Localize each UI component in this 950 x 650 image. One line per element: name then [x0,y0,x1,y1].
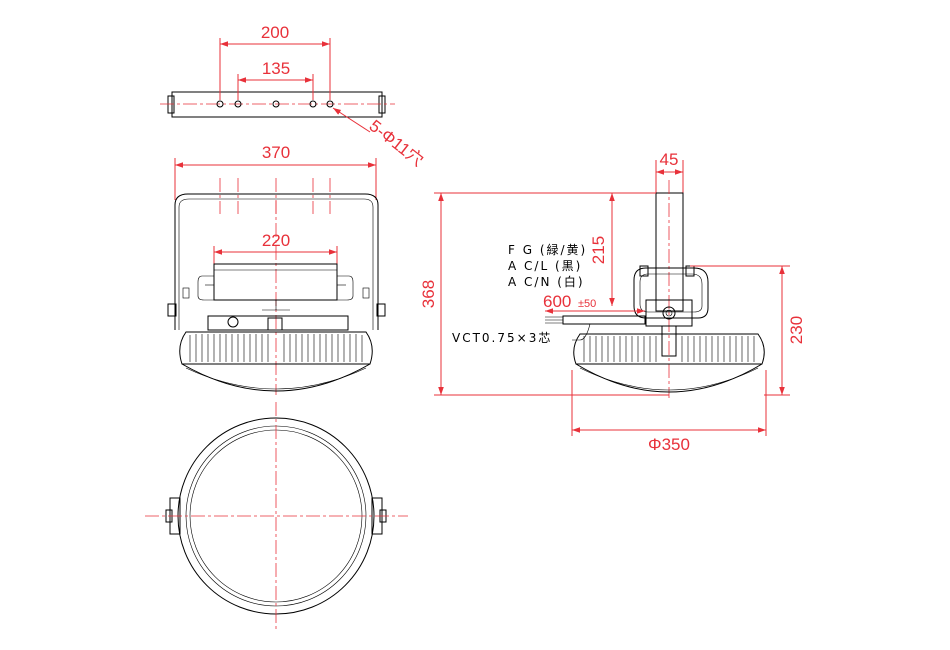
top-view-bracket: 200 135 5-Φ11穴 [160,23,427,170]
note-fg-wire: F G (緑/黄) [508,242,587,257]
dim-368: 368 [419,280,438,308]
bottom-view [145,402,408,630]
dim-600: 600 [543,292,571,311]
dim-370: 370 [262,143,290,162]
dim-45: 45 [660,150,679,169]
dim-220: 220 [262,231,290,250]
note-acn-wire: A C/N (白) [508,274,585,289]
front-view: 370 220 [167,143,386,395]
dim-hole-spec: 5-Φ11穴 [366,116,428,170]
dim-230: 230 [787,316,806,344]
front-fins [189,334,363,362]
bracket-holes [216,100,334,108]
note-cable-type: VCT0.75×3芯 [452,331,552,345]
side-fins [583,336,755,362]
dim-135: 135 [262,59,290,78]
dim-200: 200 [261,23,289,42]
dim-diameter-350: Φ350 [648,435,690,454]
dim-600-tolerance: ±50 [578,298,596,310]
dim-215: 215 [589,236,608,264]
note-acl-wire: A C/L (黒) [508,259,582,273]
side-view: 45 600 ±50 [419,150,806,454]
